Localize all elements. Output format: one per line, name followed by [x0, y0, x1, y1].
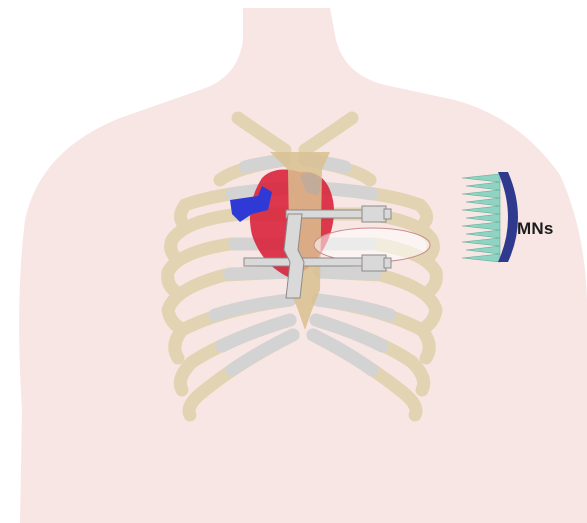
microneedles-label: MNs [517, 219, 554, 239]
